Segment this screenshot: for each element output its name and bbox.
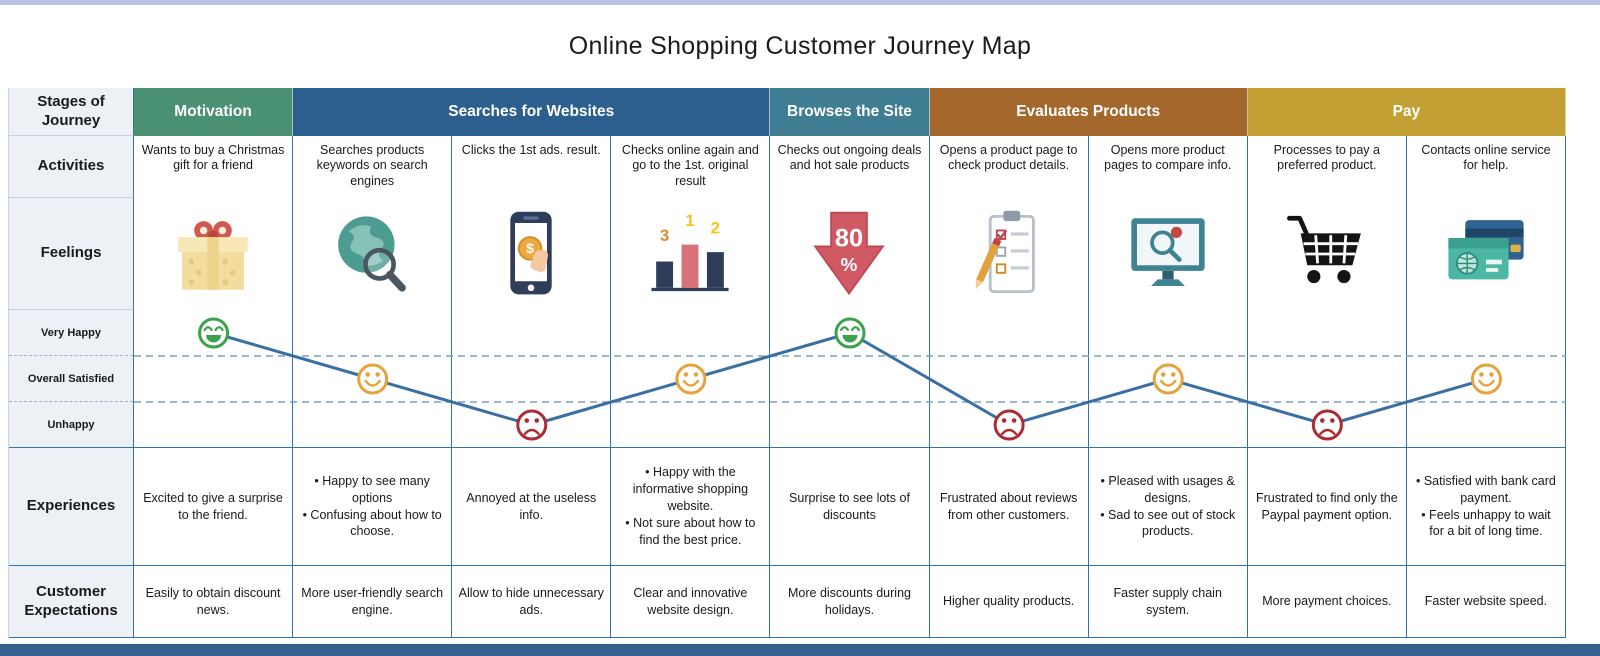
globe-search-icon [293, 198, 453, 310]
row-label-expectations: Customer Expectations [9, 566, 134, 638]
emotion-cell [770, 310, 930, 448]
shopping-cart-icon [1248, 198, 1407, 310]
activity-cell: Opens a product page to check product de… [930, 136, 1089, 198]
discount-arrow-icon: 80 % [770, 198, 930, 310]
emotion-chart [134, 310, 1566, 448]
stage-header-browses: Browses the Site [770, 88, 930, 136]
activity-cell: Searches products keywords on search eng… [293, 136, 453, 198]
experience-cell: • Happy with the informative shopping we… [611, 448, 771, 566]
emotion-cell [293, 310, 453, 448]
expectation-cell: Clear and innovative website design. [611, 566, 771, 638]
experience-cell: Annoyed at the useless info. [452, 448, 612, 566]
activity-cell: Processes to pay a preferred product. [1248, 136, 1407, 198]
activity-cell: Clicks the 1st ads. result. [452, 136, 612, 198]
row-label-activities: Activities [9, 136, 134, 198]
svg-text:$: $ [526, 240, 534, 256]
stage-header-searches: Searches for Websites [293, 88, 771, 136]
emotion-axis-labels: Very Happy Overall Satisfied Unhappy [9, 310, 134, 448]
experience-cell: Surprise to see lots of discounts [770, 448, 930, 566]
expectation-cell: Easily to obtain discount news. [134, 566, 294, 638]
emotion-cell [1088, 310, 1248, 448]
experience-cell: Frustrated to find only the Paypal payme… [1247, 448, 1407, 566]
experience-cell: Frustrated about reviews from other cust… [929, 448, 1089, 566]
svg-text:80: 80 [835, 224, 863, 252]
svg-text:1: 1 [686, 211, 695, 230]
gift-icon [134, 198, 294, 310]
stage-header-motivation: Motivation [134, 88, 294, 136]
emotion-cell [611, 310, 771, 448]
emotion-cell [1247, 310, 1407, 448]
emotion-cell [1406, 310, 1566, 448]
monitor-search-icon [1089, 198, 1248, 310]
axis-label-overall-satisfied: Overall Satisfied [9, 356, 133, 402]
axis-label-unhappy: Unhappy [47, 418, 95, 431]
expectation-cell: Allow to hide unnecessary ads. [452, 566, 612, 638]
activity-cell: Checks online again and go to the 1st. o… [611, 136, 771, 198]
activity-cell: Wants to buy a Christmas gift for a frie… [134, 136, 294, 198]
stage-header-pay: Pay [1247, 88, 1566, 136]
experience-cell: • Satisfied with bank card payment. • Fe… [1406, 448, 1566, 566]
expectation-cell: Higher quality products. [929, 566, 1089, 638]
search-rank-bars-icon: 3 1 2 [611, 198, 771, 310]
row-label-experiences: Experiences [9, 448, 134, 566]
svg-text:2: 2 [711, 218, 720, 237]
checklist-clipboard-icon [930, 198, 1089, 310]
expectation-cell: Faster supply chain system. [1088, 566, 1248, 638]
axis-label-very-happy: Very Happy [9, 310, 133, 356]
expectation-cell: More user-friendly search engine. [293, 566, 453, 638]
svg-text:%: % [841, 254, 858, 275]
emotion-cell [929, 310, 1089, 448]
row-label-feelings: Feelings [9, 198, 134, 310]
credit-cards-icon [1407, 198, 1566, 310]
expectation-cell: More payment choices. [1247, 566, 1407, 638]
activity-cell: Checks out ongoing deals and hot sale pr… [770, 136, 930, 198]
activity-cell: Contacts online service for help. [1407, 136, 1566, 198]
bottom-bar [0, 644, 1600, 656]
phone-ad-icon: $ [452, 198, 612, 310]
expectation-cell: More discounts during holidays. [770, 566, 930, 638]
experience-cell: • Pleased with usages & designs. • Sad t… [1088, 448, 1248, 566]
emotion-cell [452, 310, 612, 448]
emotion-cell [134, 310, 294, 448]
page-header: Online Shopping Customer Journey Map [0, 5, 1600, 88]
expectation-cell: Faster website speed. [1406, 566, 1566, 638]
activity-cell: Opens more product pages to compare info… [1089, 136, 1248, 198]
row-label-stages: Stages of Journey [9, 88, 134, 136]
experience-cell: • Happy to see many options • Confusing … [293, 448, 453, 566]
top-strip [0, 0, 1600, 5]
stage-header-evaluates: Evaluates Products [929, 88, 1248, 136]
page-title: Online Shopping Customer Journey Map [568, 32, 1032, 60]
journey-table: Stages of Journey Motivation Searches fo… [8, 88, 1566, 638]
experience-cell: Excited to give a surprise to the friend… [134, 448, 294, 566]
svg-text:3: 3 [660, 226, 669, 245]
